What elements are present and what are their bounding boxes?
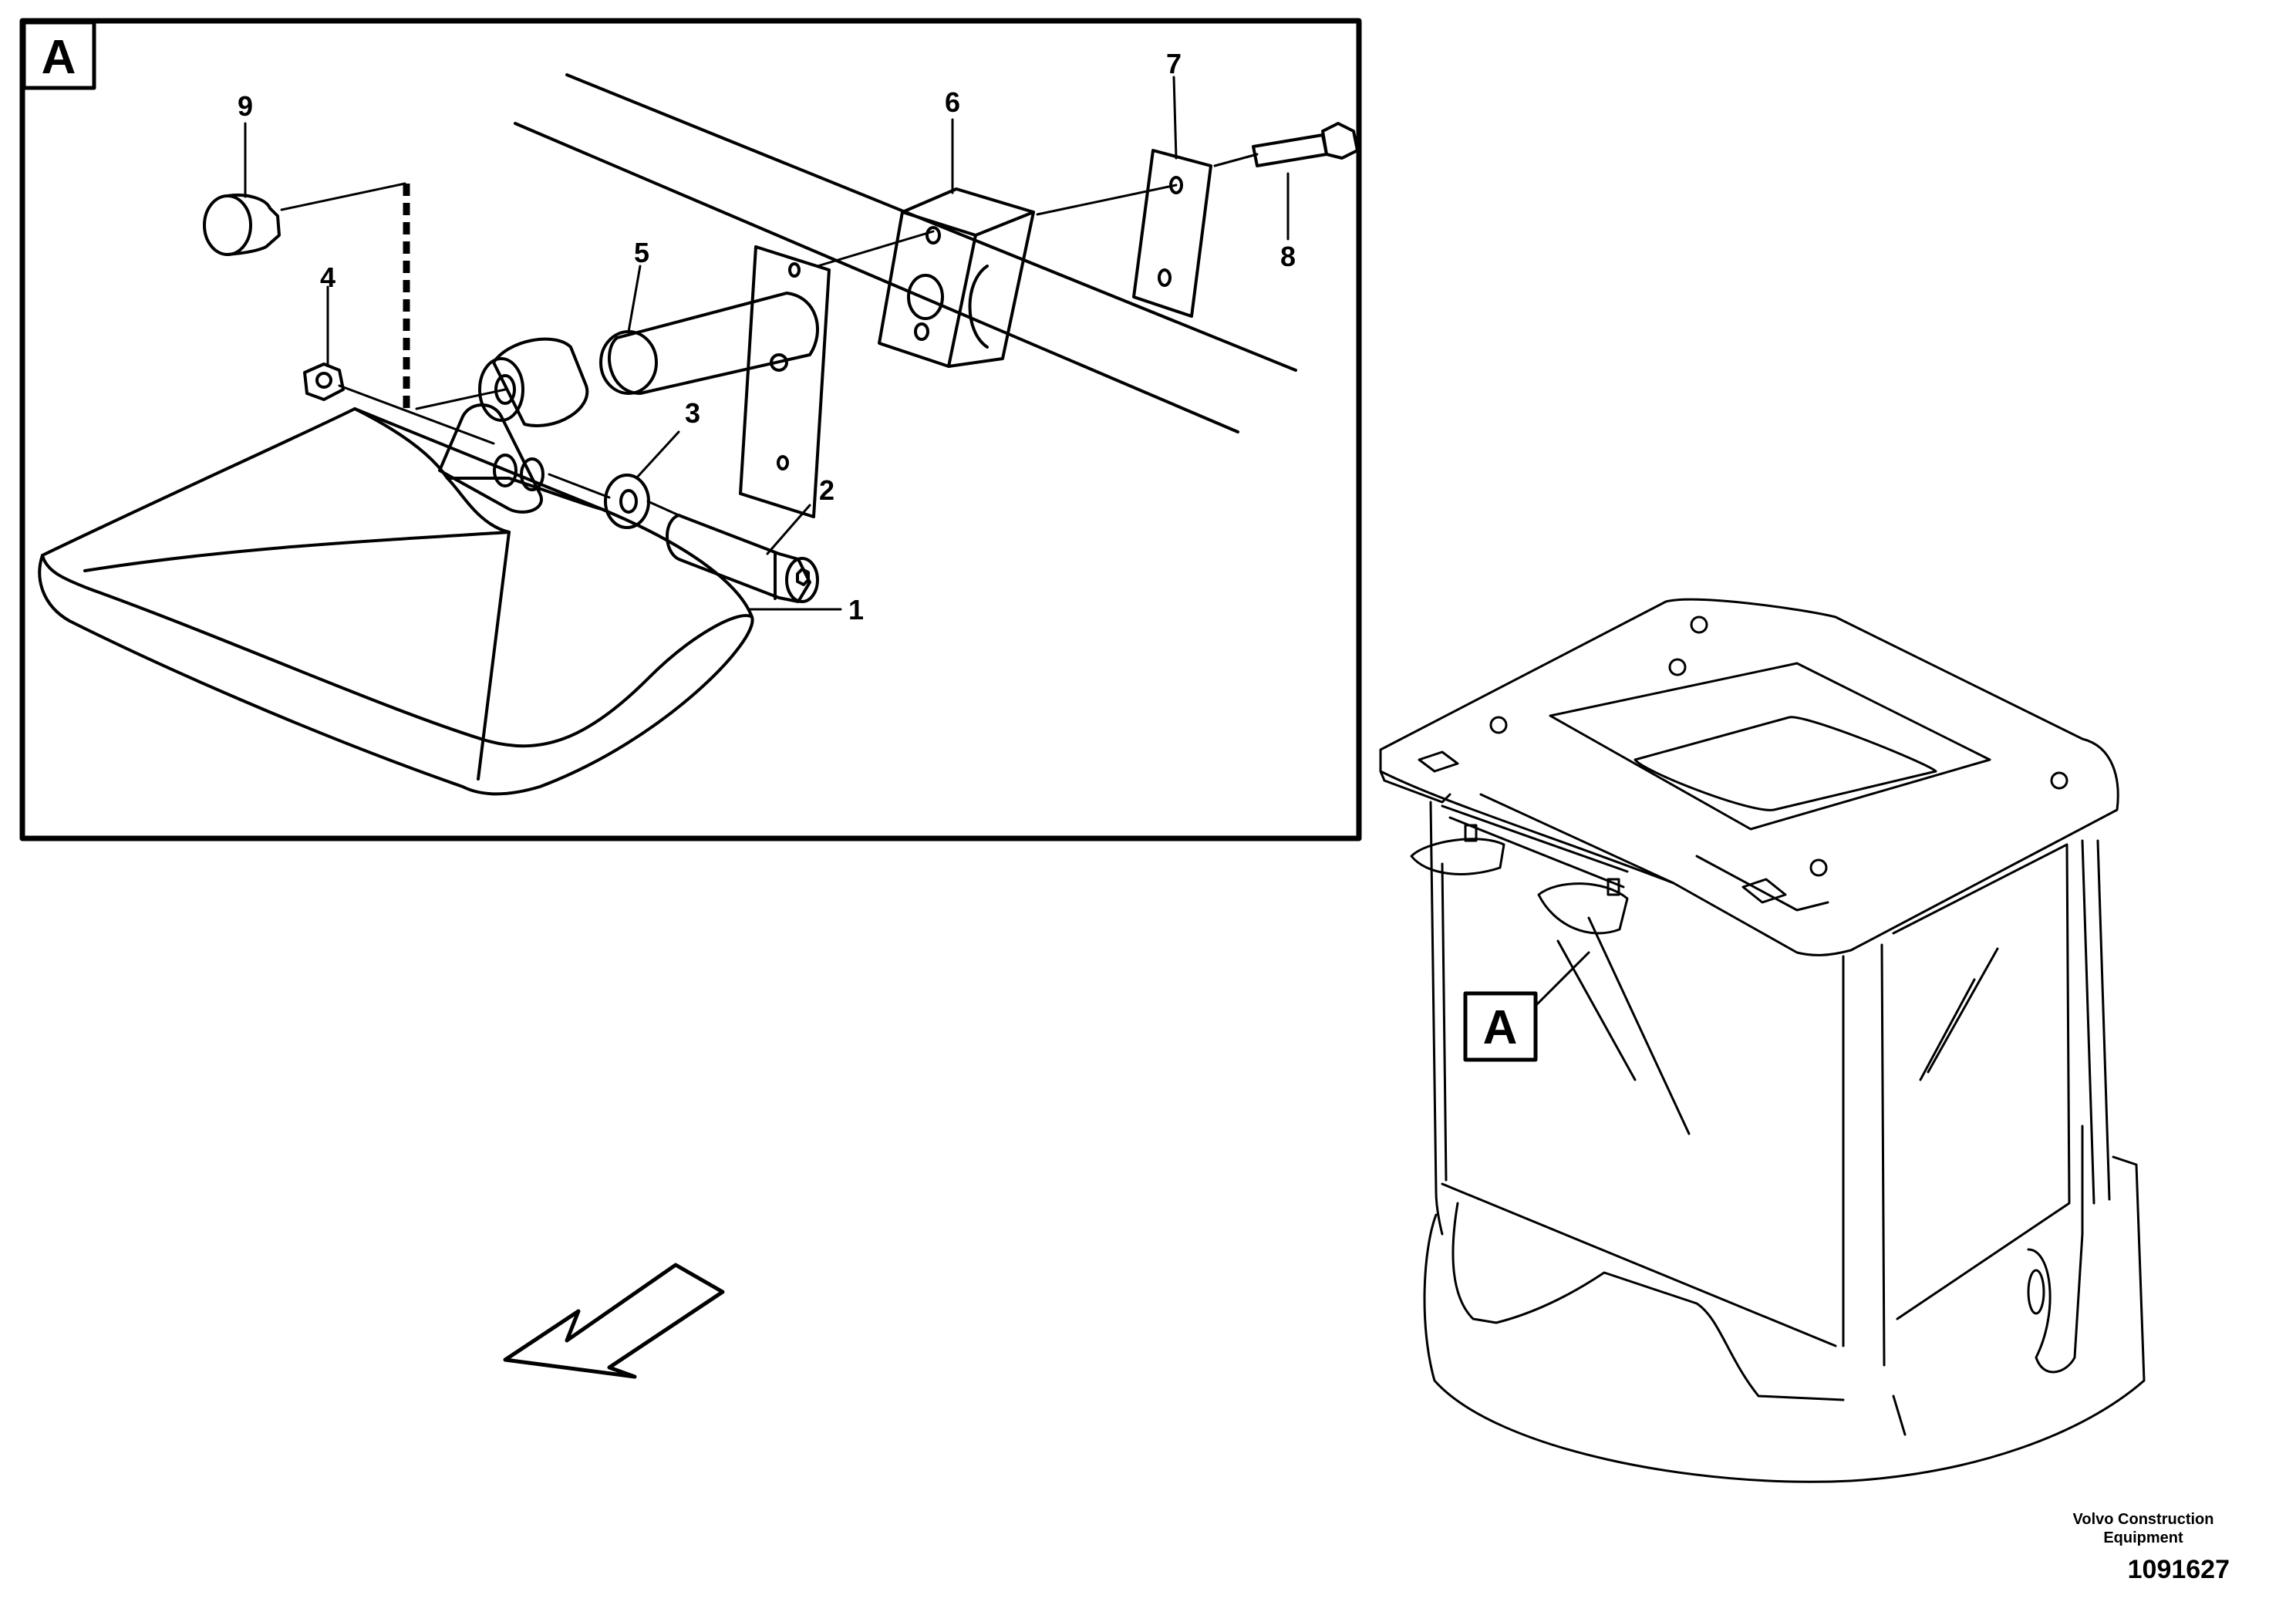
part-7-plate [1132,149,1212,318]
part-1-mirror [38,407,754,796]
document-number: 1091627 [2127,1555,2230,1584]
detail-tag-box [22,20,96,90]
credit-line-1: Volvo Construction [2072,1511,2214,1528]
part-9-plug [203,194,281,256]
detail-frame [19,18,1362,841]
mounting-plate [739,245,831,518]
mounting-bar [514,73,1297,433]
callout-8: 8 [1280,241,1296,272]
part-8-screw [1252,122,1359,167]
credit-line-2: Equipment [2103,1529,2183,1546]
mirror-bracket [438,337,589,514]
cab-overview [1379,598,2146,1483]
part-4-nut [303,363,345,401]
overview-tag: A [1483,1001,1518,1054]
callout-6: 6 [945,86,960,118]
assembly-lines [280,153,1259,517]
callout-2: 2 [819,474,834,506]
overview-tag-box [1463,991,1538,1062]
part-6-clamp [878,187,1035,368]
overview-leader [1533,951,1590,1008]
publisher-credit: Volvo Construction Equipment [2043,1510,2244,1547]
direction-arrow-icon [503,1263,725,1379]
part-2-bolt [666,514,819,603]
callout-5: 5 [634,237,649,268]
callout-7: 7 [1166,48,1182,79]
callout-4: 4 [320,261,335,293]
leader-lines [244,76,1290,611]
callout-9: 9 [238,90,253,122]
detail-tag: A [42,31,76,84]
callout-3: 3 [685,397,700,429]
callout-1: 1 [848,594,864,626]
